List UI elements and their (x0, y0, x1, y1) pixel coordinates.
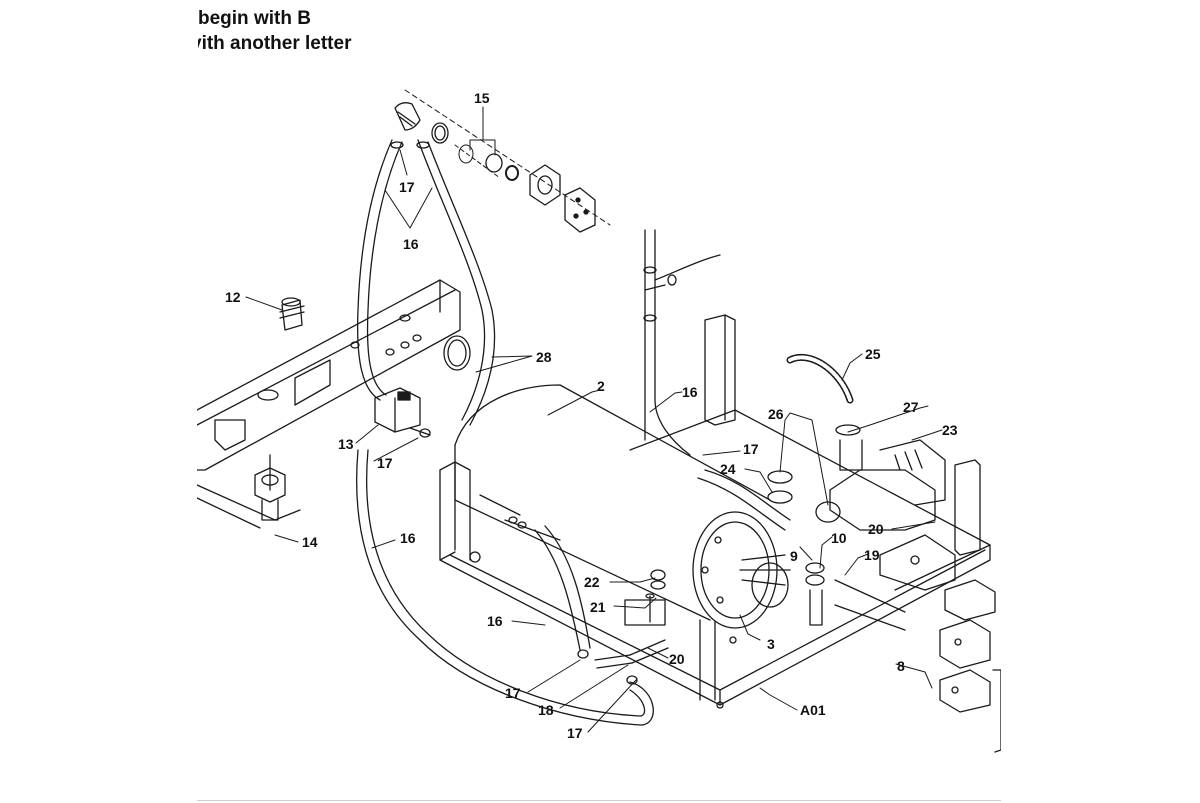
callout-16: 16 (487, 613, 503, 629)
callout-21: 21 (590, 599, 606, 615)
callout-12: 12 (225, 289, 241, 305)
small-parts-right (805, 534, 956, 631)
callout-23: 23 (942, 422, 958, 438)
bottom-divider (197, 800, 1001, 801)
callout-14: 14 (302, 534, 318, 550)
callout-17: 17 (743, 441, 759, 457)
hose-upper-loop (357, 139, 496, 426)
callout-24: 24 (720, 461, 736, 477)
thermostats-8 (939, 579, 1001, 753)
callout-13: 13 (338, 436, 354, 452)
leader-lines (245, 106, 943, 733)
callout-19: 19 (864, 547, 880, 563)
callout-8: 8 (897, 658, 905, 674)
frame-rail (197, 279, 461, 529)
callout-16: 16 (403, 236, 419, 252)
callout-22: 22 (584, 574, 600, 590)
callout-2: 2 (597, 378, 605, 394)
connector-pipe-18 (534, 525, 669, 685)
callout-15: 15 (474, 90, 490, 106)
callout-26: 26 (768, 406, 784, 422)
callout-3: 3 (767, 636, 775, 652)
callout-labels: 15 17 16 12 28 2 16 13 17 14 16 17 24 26… (225, 90, 958, 741)
callout-18: 18 (538, 702, 554, 718)
callout-17: 17 (505, 685, 521, 701)
callout-17: 17 (377, 455, 393, 471)
callout-16: 16 (400, 530, 416, 546)
pressure-switch-13 (374, 387, 431, 438)
callout-27: 27 (903, 399, 919, 415)
callout-20: 20 (868, 521, 884, 537)
callout-10: 10 (831, 530, 847, 546)
callout-20: 20 (669, 651, 685, 667)
inlet-valve-assembly (394, 89, 611, 233)
callout-17: 17 (567, 725, 583, 741)
diagram-header: begin with B vith another letter (198, 6, 498, 56)
fitting-12 (279, 297, 305, 331)
callout-A01: A01 (800, 702, 826, 718)
nut-14 (254, 467, 286, 521)
header-line-1: begin with B (198, 8, 311, 29)
callout-16: 16 (682, 384, 698, 400)
header-line-2: vith another letter (198, 33, 352, 54)
drain-pump-23 (767, 353, 946, 531)
gasket-28 (443, 335, 471, 371)
base-frame (439, 314, 991, 709)
callout-17: 17 (399, 179, 415, 195)
hose-lower-loop (356, 449, 654, 726)
heater-tank-2 (454, 384, 791, 629)
callout-25: 25 (865, 346, 881, 362)
callout-9: 9 (790, 548, 798, 564)
right-pipes (643, 229, 791, 531)
callout-28: 28 (536, 349, 552, 365)
